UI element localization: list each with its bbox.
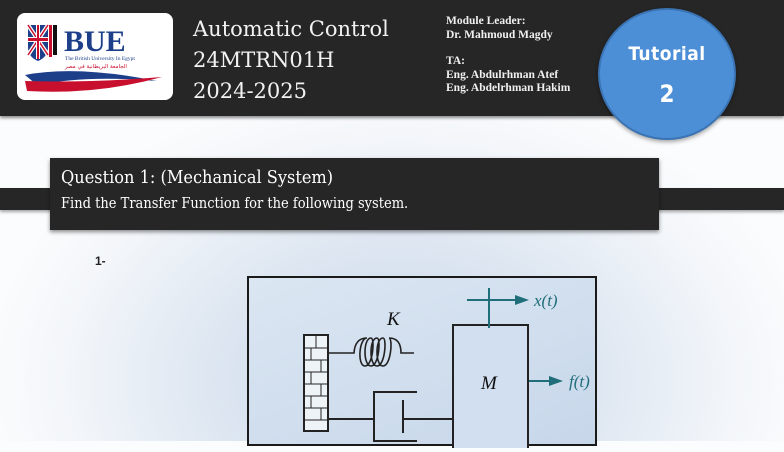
course-info: Automatic Control 24MTRN01H 2024-2025 xyxy=(193,14,389,107)
bue-logo: BUE The British University In Egypt الجا… xyxy=(17,13,173,100)
tutorial-number: 2 xyxy=(659,80,675,108)
svg-text:BUE: BUE xyxy=(64,25,126,58)
staff-info: Module Leader: Dr. Mahmoud Magdy TA: Eng… xyxy=(446,15,570,96)
item-number: 1- xyxy=(95,254,106,268)
svg-text:x(t): x(t) xyxy=(533,291,558,310)
academic-year: 2024-2025 xyxy=(193,79,307,103)
svg-text:M: M xyxy=(480,373,498,394)
tutorial-badge: Tutorial 2 xyxy=(598,8,736,140)
course-name: Automatic Control xyxy=(193,17,389,41)
module-leader-name: Dr. Mahmoud Magdy xyxy=(446,28,553,41)
displacement-arrow-icon xyxy=(467,288,517,328)
mass-block xyxy=(452,324,529,451)
question-title: Question 1: (Mechanical System) xyxy=(61,167,334,188)
bue-logo-graphic: BUE The British University In Egypt الجا… xyxy=(25,23,162,92)
mechanical-system-diagram: K M x(t) f(t) xyxy=(247,276,597,451)
ta-name-1: Eng. Abdulrhman Atef xyxy=(446,68,559,81)
mass-spring-damper-drawing: K M x(t) f(t) xyxy=(303,288,590,451)
tutorial-label: Tutorial xyxy=(628,43,706,65)
svg-text:f(t): f(t) xyxy=(569,372,590,391)
course-code: 24MTRN01H xyxy=(193,48,335,72)
svg-text:الجامعة البريطانية في مصر: الجامعة البريطانية في مصر xyxy=(64,64,127,70)
module-leader-label: Module Leader: xyxy=(446,15,526,27)
question-instruction: Find the Transfer Function for the follo… xyxy=(61,196,409,212)
svg-text:The British University In Egyp: The British University In Egypt xyxy=(65,56,135,62)
damper-icon xyxy=(328,391,454,442)
spring-icon xyxy=(328,337,414,367)
ta-label: TA: xyxy=(446,55,465,67)
question-header: Question 1: (Mechanical System) Find the… xyxy=(50,158,659,230)
ta-name-2: Eng. Abdelrhman Hakim xyxy=(446,82,571,94)
svg-text:K: K xyxy=(386,309,401,330)
wall-icon xyxy=(303,334,329,432)
